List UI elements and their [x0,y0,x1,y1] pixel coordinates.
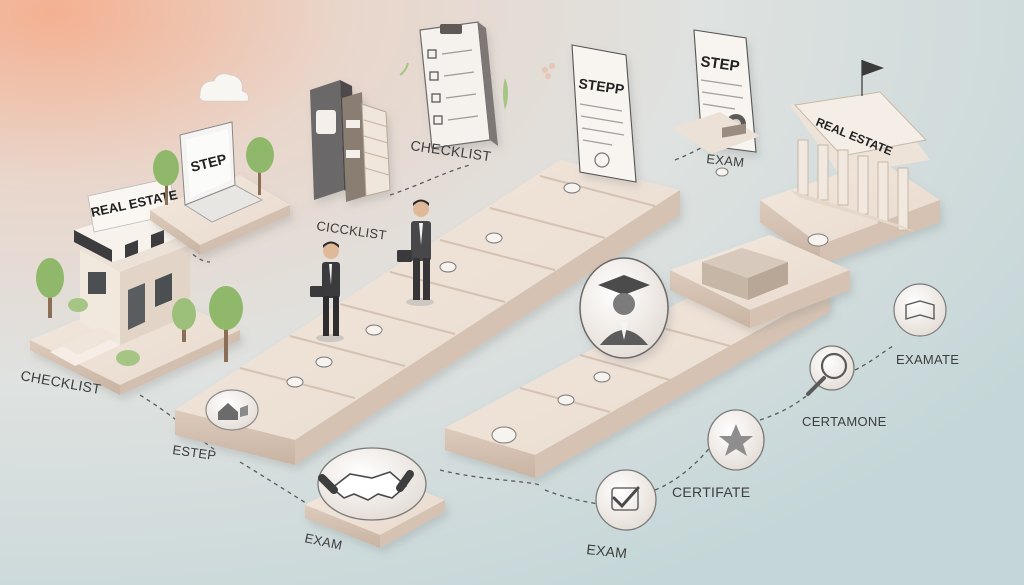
label-estep: ESTEP [172,442,218,463]
document-right-text: STEP [699,53,740,75]
handshake-icon [330,471,408,501]
book-icon [905,300,935,320]
handshake-medallion [317,447,427,521]
step-marker [557,394,575,406]
step-marker [593,371,611,383]
certificate-medallion-top [893,283,947,337]
label-exam-top: EXAM [706,151,745,170]
clipboard-checklist [419,21,498,149]
search-icon [820,352,848,380]
tree-left-1 [36,258,64,318]
step-marker [485,232,503,244]
label-ceramone: CERTAMONE [802,414,887,429]
star-icon [719,424,753,456]
check-icon [612,486,640,509]
bush [68,298,88,312]
step-marker [563,182,581,194]
house-icon [218,403,238,420]
tree-left-2 [209,286,243,362]
graduate-icon [598,275,650,295]
step-marker [439,261,457,273]
real-estate-building: REAL ESTATE [790,60,930,232]
step-marker [365,324,383,336]
document-mid: STEPP [571,44,637,183]
laptop: STEP [179,121,263,223]
cloud-icon [199,73,249,102]
building-platform [760,160,940,265]
businessman-1 [310,241,344,342]
bush [116,350,140,366]
real-estate-storefront: REAL ESTATE [50,177,190,366]
flag-icon [862,60,884,76]
check-medallion [595,469,657,531]
label-exam-bottom: EXAM [586,541,628,561]
step-marker [286,376,304,388]
tree-laptop-1 [153,150,179,205]
step-marker [715,167,729,177]
step-marker [807,233,829,247]
tree-left-3 [172,298,196,342]
document-right-platform [672,112,760,154]
step-marker [491,426,517,444]
house-keys-medallion [205,389,259,431]
step-markers-lower [491,167,729,444]
tree-laptop-2 [246,137,274,195]
magnifier-medallion [806,345,855,396]
small-plant [399,62,555,110]
document-box [702,123,788,300]
label-examate: EXAMATE [896,352,959,367]
award-medallion [707,409,765,471]
document-mid-text: STEPP [578,75,626,97]
binders [310,80,391,202]
step-markers [286,182,581,388]
step-marker [315,356,333,368]
graduate-medallion [579,257,669,359]
label-certifate: CERTIFATE [672,484,750,500]
businessman-2 [397,199,434,306]
